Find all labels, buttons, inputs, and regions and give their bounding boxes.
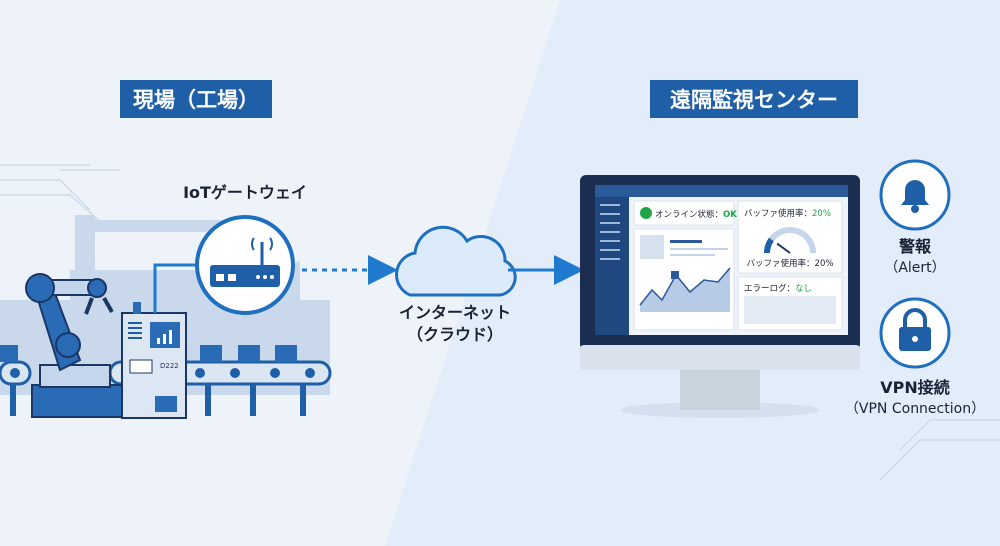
cloud-label: インターネット bbox=[399, 303, 511, 322]
svg-text:オンライン状態：OK: オンライン状態：OK bbox=[655, 209, 737, 220]
status-label: オンライン状態： bbox=[655, 209, 723, 220]
vpn-label: VPN接続 bbox=[880, 378, 950, 397]
dashboard-sidebar[interactable] bbox=[595, 197, 629, 335]
machine-display: D222 bbox=[160, 362, 179, 370]
monitor: オンライン状態：OK バッファ使用率：20% バッファ使用率：20% エラーログ… bbox=[580, 175, 860, 418]
gauge-caption: バッファ使用率：20% bbox=[747, 258, 834, 269]
right-title: 遠隔監視センター bbox=[670, 88, 838, 112]
gauge-needle bbox=[776, 242, 791, 254]
error-value: なし bbox=[795, 284, 812, 294]
alert-label: 警報 bbox=[898, 237, 932, 256]
vpn-badge[interactable] bbox=[879, 297, 951, 369]
svg-text:エラーログ：なし: エラーログ：なし bbox=[744, 283, 812, 294]
svg-text:バッファ使用率：20%: バッファ使用率：20% bbox=[744, 208, 831, 219]
status-ok-icon bbox=[640, 207, 652, 219]
buffer-panel bbox=[737, 200, 843, 274]
buffer-label: バッファ使用率： bbox=[744, 208, 812, 219]
status-value: OK bbox=[723, 210, 737, 220]
circuit-decoration bbox=[0, 164, 1000, 481]
buffer-value: 20% bbox=[812, 209, 831, 219]
vpn-sub-label: （VPN Connection） bbox=[845, 401, 985, 417]
cloud-sub-label: （クラウド） bbox=[407, 325, 503, 344]
machine-gateway-link bbox=[153, 263, 200, 313]
alert-badge[interactable] bbox=[879, 159, 951, 231]
left-title: 現場（工場） bbox=[133, 88, 259, 112]
right-title-box bbox=[650, 80, 858, 118]
buffer-gauge-fill bbox=[764, 237, 774, 254]
router-icon bbox=[210, 265, 280, 287]
error-label: エラーログ： bbox=[744, 283, 795, 294]
alert-sub-label: （Alert） bbox=[884, 260, 945, 276]
bell-icon bbox=[901, 180, 929, 205]
dashboard-header bbox=[595, 185, 848, 197]
factory-machine: D222 bbox=[121, 302, 187, 419]
left-title-box bbox=[120, 80, 272, 118]
line-chart-area bbox=[640, 268, 730, 312]
gateway-label: IoTゲートウェイ bbox=[183, 183, 307, 202]
iot-gateway[interactable] bbox=[195, 215, 295, 315]
